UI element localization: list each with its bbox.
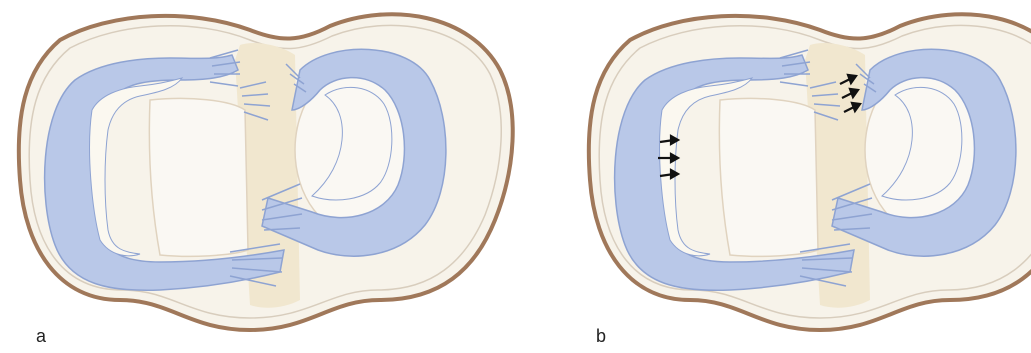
medial-plateau-surface: [149, 98, 248, 256]
panel-label-b: b: [596, 326, 606, 347]
panel-label-a: a: [36, 326, 46, 347]
medial-plateau-surface: [719, 98, 818, 256]
panel-a-diagram: [19, 14, 513, 330]
panel-b-diagram: [589, 14, 1031, 330]
